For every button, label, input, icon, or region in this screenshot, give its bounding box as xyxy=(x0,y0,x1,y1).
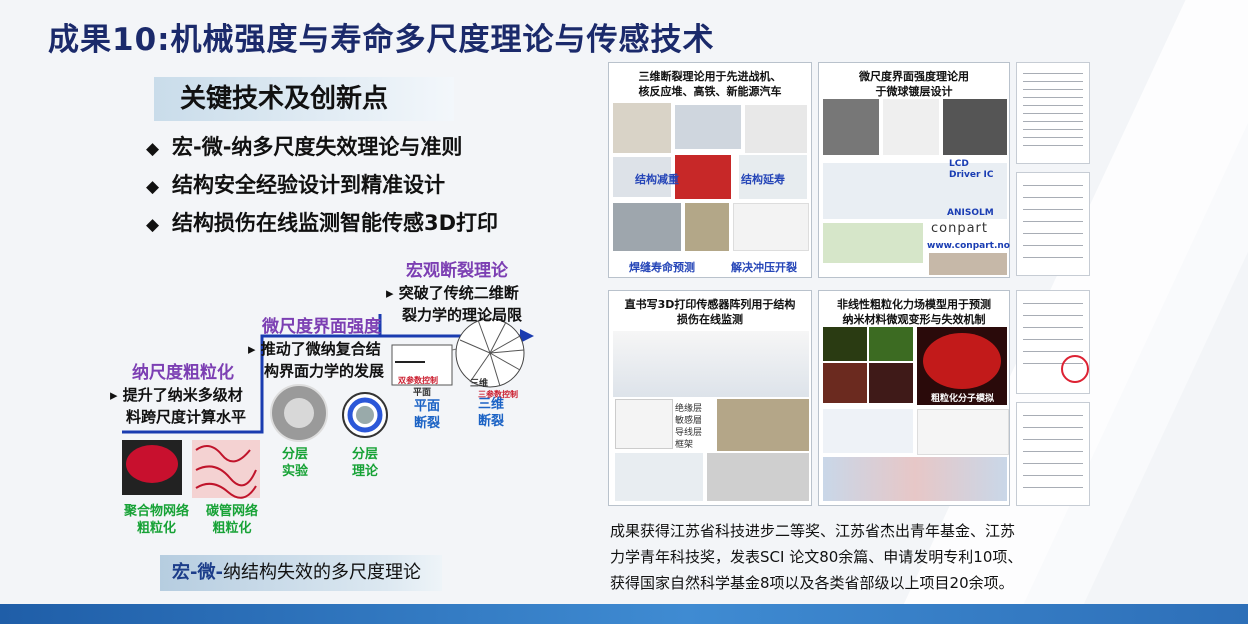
plane-small-label: 平面 xyxy=(413,388,432,398)
conpart-url: www.conpart.no xyxy=(927,241,1010,251)
innovation-item: ◆结构损伤在线监测智能传感3D打印 xyxy=(146,206,498,244)
plane-control-label: 双参数控制 xyxy=(398,376,438,385)
stress-strain-plot xyxy=(917,409,1009,455)
panel-title: 直书写3D打印传感器阵列用于结构损伤在线监测 xyxy=(624,298,796,326)
sem-sphere-core xyxy=(284,398,314,428)
nano-level-desc: ▸ 提升了纳米多级材 料跨尺度计算水平 xyxy=(110,386,247,426)
engineering-photo xyxy=(739,155,807,199)
simulation-image xyxy=(869,327,913,361)
caption-life-extension: 结构延寿 xyxy=(741,173,785,186)
polymer-network-label: 聚合物网络粗粒化 xyxy=(124,504,190,536)
threed-fracture-label: 三维断裂 xyxy=(478,397,505,429)
layered-experiment-label: 分层实验 xyxy=(282,447,309,479)
innovation-list: ◆宏-微-纳多尺度失效理论与准则 ◆结构安全经验设计到精准设计 ◆结构损伤在线监… xyxy=(146,130,498,244)
seal-icon xyxy=(1061,355,1089,383)
cnt-fibers xyxy=(195,445,257,499)
coarse-grain-label: 粗粒化分子模拟 xyxy=(931,394,995,404)
plane-fracture-label: 平面断裂 xyxy=(414,399,441,431)
engineering-photo xyxy=(613,157,671,197)
threed-small-label: 三维 xyxy=(470,379,489,389)
innovation-item: ◆宏-微-纳多尺度失效理论与准则 xyxy=(146,130,498,168)
certificate-document xyxy=(1016,402,1090,506)
aircraft-image xyxy=(613,331,809,397)
innovation-item: ◆结构安全经验设计到精准设计 xyxy=(146,168,498,206)
layered-theory-label: 分层理论 xyxy=(352,447,379,479)
panel-title: 微尺度界面强度理论用于微球镀层设计 xyxy=(859,70,969,98)
caption-weight-reduction: 结构减重 xyxy=(635,173,679,186)
engineering-photo xyxy=(745,105,807,153)
stress-plot-image xyxy=(733,203,809,251)
team-photo xyxy=(929,253,1007,275)
multiscale-theory-banner: 宏-微-纳结构失效的多尺度理论 xyxy=(160,555,442,591)
threed-control-label: 三参数控制 xyxy=(478,390,518,399)
panel-3d-fracture: 三维断裂理论用于先进战机、核反应堆、高铁、新能源汽车 结构减重 结构延寿 焊缝寿… xyxy=(608,62,812,278)
anisolm-label: ANISOLM xyxy=(947,208,994,218)
simulation-image xyxy=(823,363,867,403)
printer-photo xyxy=(717,399,809,451)
polymer-coarse-grain xyxy=(126,445,178,483)
engineering-photo xyxy=(685,203,729,251)
certificate-document xyxy=(1016,172,1090,276)
sem-image xyxy=(823,99,879,155)
diamond-bullet-icon: ◆ xyxy=(146,215,160,235)
engineering-photo xyxy=(675,155,731,199)
certificate-document xyxy=(1016,62,1090,164)
coarse-grain-molecular-image xyxy=(917,327,1007,405)
page-title: 成果10:机械强度与寿命多尺度理论与传感技术 xyxy=(48,22,715,58)
threed-fracture-rays xyxy=(459,319,525,387)
model-diagram xyxy=(823,409,913,453)
simulation-image xyxy=(869,363,913,403)
layer-diagram xyxy=(883,99,939,155)
conpart-logo: conpart xyxy=(931,221,989,236)
arrow-head-icon xyxy=(520,329,534,343)
certificate-document xyxy=(1016,290,1090,394)
layer-theory-ring xyxy=(347,397,383,433)
panel-title: 非线性粗粒化力场模型用于预测纳米材料微观变形与失效机制 xyxy=(837,298,991,326)
caption-stamping-crack: 解决冲压开裂 xyxy=(731,261,797,274)
sensor-grid-image xyxy=(615,399,673,449)
sensor-layer-labels: 绝缘层敏感層导线层框架 xyxy=(675,404,703,450)
cnt-network-image xyxy=(192,440,260,498)
panel-coarse-grain-model: 非线性粗粒化力场模型用于预测纳米材料微观变形与失效机制 粗粒化分子模拟 xyxy=(818,290,1010,506)
panel-title: 三维断裂理论用于先进战机、核反应堆、高铁、新能源汽车 xyxy=(638,70,782,98)
diamond-bullet-icon: ◆ xyxy=(146,177,160,197)
micro-level-desc: ▸ 推动了微纳复合结 构界面力学的发展 xyxy=(248,340,385,380)
lcd-schematic xyxy=(823,163,1007,219)
caption-weld-life: 焊缝寿命预测 xyxy=(629,261,695,274)
sensor-array-image xyxy=(615,453,703,501)
engineering-photo xyxy=(613,103,671,153)
microsphere-image xyxy=(943,99,1007,155)
diamond-bullet-icon: ◆ xyxy=(146,139,160,159)
panel-3d-print-sensor: 直书写3D打印传感器阵列用于结构损伤在线监测 绝缘层敏感層导线层框架 xyxy=(608,290,812,506)
layer-theory-core xyxy=(356,406,374,424)
micro-level-title: 微尺度界面强度 xyxy=(262,317,381,337)
staircase-line xyxy=(122,314,382,434)
nano-level-title: 纳尺度粗粒化 xyxy=(132,363,234,383)
chip-substrate-image xyxy=(823,223,923,263)
achievement-summary: 成果获得江苏省科技进步二等奖、江苏省杰出青年基金、江苏 力学青年科技奖，发表SC… xyxy=(610,522,1023,592)
engineering-photo xyxy=(675,105,741,149)
deformation-contour xyxy=(823,457,1007,501)
key-section-heading: 关键技术及创新点 xyxy=(154,77,454,121)
engineering-photo xyxy=(613,203,681,251)
macro-level-desc: ▸ 突破了传统二维断 裂力学的理论局限 xyxy=(386,284,523,324)
simulation-image xyxy=(823,327,867,361)
footer-bar xyxy=(0,604,1248,624)
cnt-network-label: 碳管网络粗粒化 xyxy=(206,504,259,536)
plane-fracture-diagram xyxy=(391,344,453,386)
macro-level-title: 宏观断裂理论 xyxy=(406,261,508,281)
printed-circuit-photo xyxy=(707,453,809,501)
